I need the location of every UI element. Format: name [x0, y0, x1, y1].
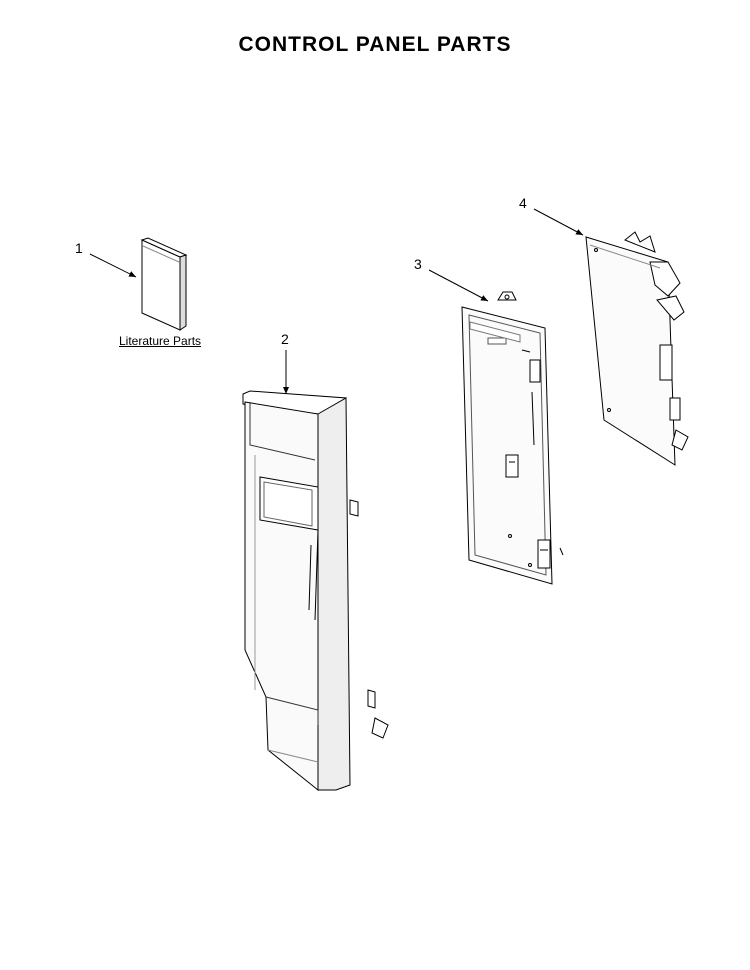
callout-3: 3: [414, 256, 422, 272]
callout-3-arrow: [428, 269, 489, 302]
part-4-circuit-board: [585, 231, 689, 466]
part-3-bracket: [461, 291, 564, 585]
callout-4: 4: [519, 195, 527, 211]
literature-parts-label: Literature Parts: [119, 334, 202, 348]
callout-1: 1: [75, 240, 83, 256]
callout-2: 2: [281, 331, 289, 347]
callout-4-arrow: [533, 208, 584, 236]
part-1-literature: [140, 237, 188, 331]
page-title: CONTROL PANEL PARTS: [238, 33, 512, 56]
part-2-control-panel: [242, 390, 389, 792]
callout-1-arrow: [89, 253, 137, 278]
